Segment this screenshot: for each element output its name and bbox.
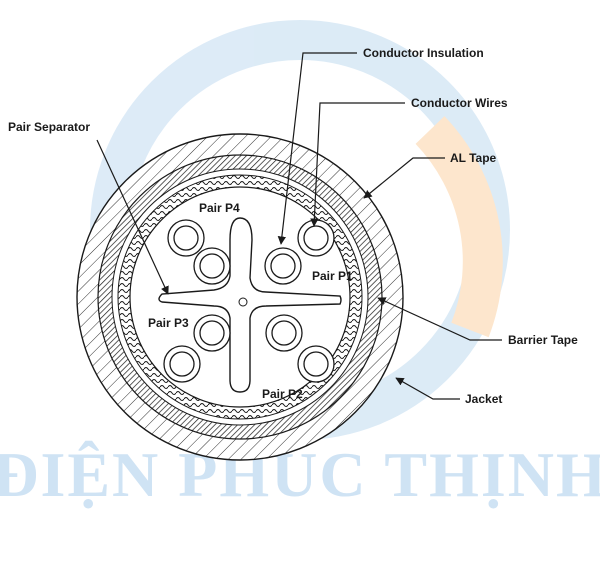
- conductor-p2-b: [297, 345, 335, 383]
- watermark-text: ĐIỆN PHÚC THỊNH: [0, 439, 600, 510]
- conductor-p1-a: [264, 247, 302, 285]
- conductor-p4-b: [193, 247, 231, 285]
- pair-separator-leader: [96, 139, 169, 295]
- pair-p4-label: Pair P4: [199, 201, 240, 215]
- pair-p1-label: Pair P1: [312, 269, 353, 283]
- jacket-label: Jacket: [465, 392, 502, 406]
- conductor-wires-leader: [310, 102, 405, 227]
- pair-p3-label: Pair P3: [148, 316, 189, 330]
- barrier-tape-label: Barrier Tape: [508, 333, 578, 347]
- conductors: [163, 219, 335, 383]
- conductor-p1-b: [297, 219, 335, 257]
- conductor-p3-a: [193, 314, 231, 352]
- pair-separator-label: Pair Separator: [8, 120, 90, 134]
- pair-p2-label: Pair P2: [262, 387, 303, 401]
- conductor-wires-label: Conductor Wires: [411, 96, 508, 110]
- al-tape-label: AL Tape: [450, 151, 497, 165]
- conductor-insulation-label: Conductor Insulation: [363, 46, 484, 60]
- conductor-p3-b: [163, 345, 201, 383]
- pair-separator-cross: [158, 217, 342, 393]
- barrier-tape-leader: [377, 297, 502, 341]
- conductor-p2-a: [265, 314, 303, 352]
- conductor-p4-a: [167, 219, 205, 257]
- jacket-leader: [395, 377, 460, 400]
- conductor-insulation-leader: [277, 52, 357, 245]
- al-tape-leader: [363, 157, 445, 199]
